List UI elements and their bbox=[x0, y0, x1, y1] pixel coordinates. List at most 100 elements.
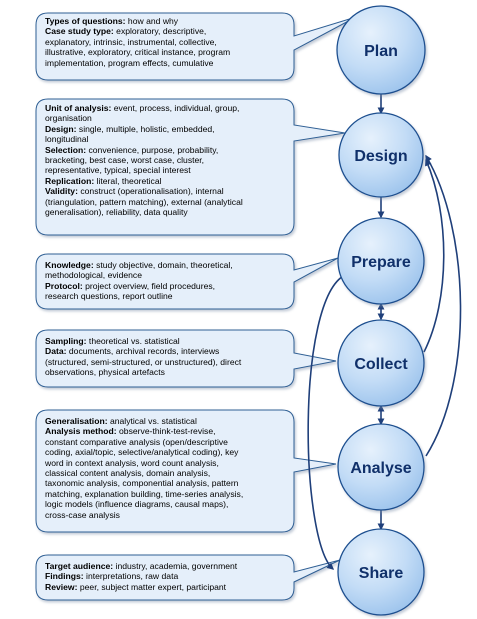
callout-term: Selection: bbox=[45, 144, 87, 155]
callout-term: Design: bbox=[45, 123, 77, 134]
share-callout-line: Target audience: industry, academia, gov… bbox=[45, 561, 291, 571]
callout-detail: bracketing, best case, worst case, clust… bbox=[45, 155, 205, 166]
prepare-callout-line: Knowledge: study objective, domain, theo… bbox=[45, 260, 291, 270]
design-callout-line: (triangulation, pattern matching), exter… bbox=[45, 197, 291, 207]
design-callout-bubble bbox=[35, 98, 346, 236]
callout-term: Types of questions: bbox=[45, 16, 126, 26]
callout-term: Sampling: bbox=[45, 336, 87, 346]
callout-detail: observations, physical artefacts bbox=[45, 367, 165, 378]
prepare-callout-text: Knowledge: study objective, domain, theo… bbox=[45, 260, 291, 302]
callout-bubbles bbox=[35, 12, 357, 601]
design-callout-line: Validity: construct (operationalisation)… bbox=[45, 186, 291, 196]
plan-callout-line: implementation, program effects, cumulat… bbox=[45, 58, 291, 68]
callout-term: Protocol: bbox=[45, 280, 83, 291]
analyse-callout-line: coding, axial/topic, selective/analytica… bbox=[45, 447, 291, 457]
prepare-callout-bubble bbox=[35, 253, 339, 310]
callout-term: Replication: bbox=[45, 175, 95, 186]
callout-term: Knowledge: bbox=[45, 260, 94, 270]
analyse-callout-line: taxonomic analysis, componential analysi… bbox=[45, 478, 291, 488]
callout-detail: coding, axial/topic, selective/analytica… bbox=[45, 447, 239, 458]
arrow-prepare-to-share bbox=[307, 274, 346, 570]
callout-detail: how and why bbox=[125, 16, 179, 26]
callout-term: Generalisation: bbox=[45, 416, 108, 426]
prepare-callout-line: research questions, report outline bbox=[45, 291, 291, 301]
callout-detail: construct (operationalisation), internal bbox=[77, 186, 224, 197]
callout-detail: analytical vs. statistical bbox=[107, 416, 197, 426]
design-callout-line: representative, typical, special interes… bbox=[45, 165, 291, 175]
callout-detail: cross-case analysis bbox=[45, 509, 120, 520]
design-callout-line: generalisation), reliability, data quali… bbox=[45, 207, 291, 217]
design-callout-line: Selection: convenience, purpose, probabi… bbox=[45, 145, 291, 155]
callout-detail: classical content analysis, domain analy… bbox=[45, 468, 211, 479]
callout-detail: exploratory, descriptive, bbox=[113, 26, 207, 37]
callout-term: Review: bbox=[45, 581, 78, 592]
analyse-callout-line: classical content analysis, domain analy… bbox=[45, 468, 291, 478]
analyse-callout-line: constant comparative analysis (open/desc… bbox=[45, 437, 291, 447]
callout-detail: event, process, individual, group, bbox=[111, 103, 240, 113]
analyse-callout-text: Generalisation: analytical vs. statistic… bbox=[45, 416, 291, 520]
prepare-stage-label: Prepare bbox=[351, 254, 411, 271]
callout-detail: matching, explanation building, time-ser… bbox=[45, 488, 244, 499]
callout-term: Unit of analysis: bbox=[45, 103, 112, 113]
callout-detail: convenience, purpose, probability, bbox=[86, 144, 219, 155]
callout-detail: theoretical vs. statistical bbox=[86, 336, 180, 346]
callout-detail: representative, typical, special interes… bbox=[45, 165, 191, 176]
plan-callout-line: Case study type: exploratory, descriptiv… bbox=[45, 26, 291, 36]
arrow-collect-to-design bbox=[423, 158, 445, 353]
callout-detail: (structured, semi-structured, or unstruc… bbox=[45, 356, 242, 367]
share-callout-bubble bbox=[35, 554, 341, 601]
callout-term: Data: bbox=[45, 346, 67, 357]
analyse-callout-bubble bbox=[35, 409, 337, 533]
plan-callout-line: explanatory, intrinsic, instrumental, co… bbox=[45, 37, 291, 47]
analyse-callout-line: cross-case analysis bbox=[45, 510, 291, 520]
share-callout-line: Review: peer, subject matter expert, par… bbox=[45, 582, 291, 592]
design-callout-line: longitudinal bbox=[45, 134, 291, 144]
callout-detail: methodological, evidence bbox=[45, 270, 142, 281]
callout-detail: documents, archival records, interviews bbox=[66, 346, 220, 357]
prepare-callout-line: Protocol: project overview, field proced… bbox=[45, 281, 291, 291]
callout-detail: word in context analysis, word count ana… bbox=[45, 457, 219, 468]
callout-term: Validity: bbox=[45, 186, 78, 197]
callout-detail: research questions, report outline bbox=[45, 291, 173, 302]
stage-connectors bbox=[307, 94, 462, 570]
callout-detail: interpretations, raw data bbox=[83, 571, 179, 582]
prepare-stage-circle bbox=[337, 217, 425, 305]
design-callout-line: Replication: literal, theoretical bbox=[45, 176, 291, 186]
callout-detail: project overview, field procedures, bbox=[82, 280, 216, 291]
callout-term: Analysis method: bbox=[45, 426, 117, 437]
callout-detail: peer, subject matter expert, participant bbox=[77, 581, 227, 592]
analyse-callout-line: word in context analysis, word count ana… bbox=[45, 458, 291, 468]
stage-labels: Plan Design Prepare Collect Analyse Shar… bbox=[350, 43, 411, 582]
plan-callout-bubble bbox=[35, 12, 357, 81]
callout-detail: (triangulation, pattern matching), exter… bbox=[45, 196, 243, 207]
analyse-callout-line: Analysis method: observe-think-test-revi… bbox=[45, 426, 291, 436]
design-callout-line: bracketing, best case, worst case, clust… bbox=[45, 155, 291, 165]
design-callout-text: Unit of analysis: event, process, indivi… bbox=[45, 103, 291, 217]
stage-circles bbox=[336, 5, 426, 616]
plan-stage-label: Plan bbox=[364, 43, 398, 60]
share-callout-line: Findings: interpretations, raw data bbox=[45, 571, 291, 581]
callout-detail: implementation, program effects, cumulat… bbox=[45, 57, 214, 68]
callout-detail: literal, theoretical bbox=[94, 175, 162, 186]
collect-callout-line: Sampling: theoretical vs. statistical bbox=[45, 336, 291, 346]
callout-detail: industry, academia, government bbox=[113, 561, 238, 571]
analyse-callout-line: Generalisation: analytical vs. statistic… bbox=[45, 416, 291, 426]
analyse-callout-line: logic models (influence diagrams, causal… bbox=[45, 499, 291, 509]
collect-callout-bubble bbox=[35, 329, 337, 388]
share-stage-circle bbox=[337, 528, 425, 616]
collect-stage-circle bbox=[337, 319, 425, 407]
callout-detail: study objective, domain, theoretical, bbox=[93, 260, 233, 270]
analyse-stage-label: Analyse bbox=[350, 460, 411, 477]
analyse-callout-line: matching, explanation building, time-ser… bbox=[45, 489, 291, 499]
arrow-analyse-to-design bbox=[425, 154, 462, 457]
callout-detail: logic models (influence diagrams, causal… bbox=[45, 499, 229, 510]
callout-term: Target audience: bbox=[45, 561, 114, 571]
collect-callout-line: observations, physical artefacts bbox=[45, 367, 291, 377]
prepare-callout-line: methodological, evidence bbox=[45, 270, 291, 280]
collect-callout-line: (structured, semi-structured, or unstruc… bbox=[45, 357, 291, 367]
plan-callout-line: Types of questions: how and why bbox=[45, 16, 291, 26]
callout-detail: generalisation), reliability, data quali… bbox=[45, 207, 188, 218]
